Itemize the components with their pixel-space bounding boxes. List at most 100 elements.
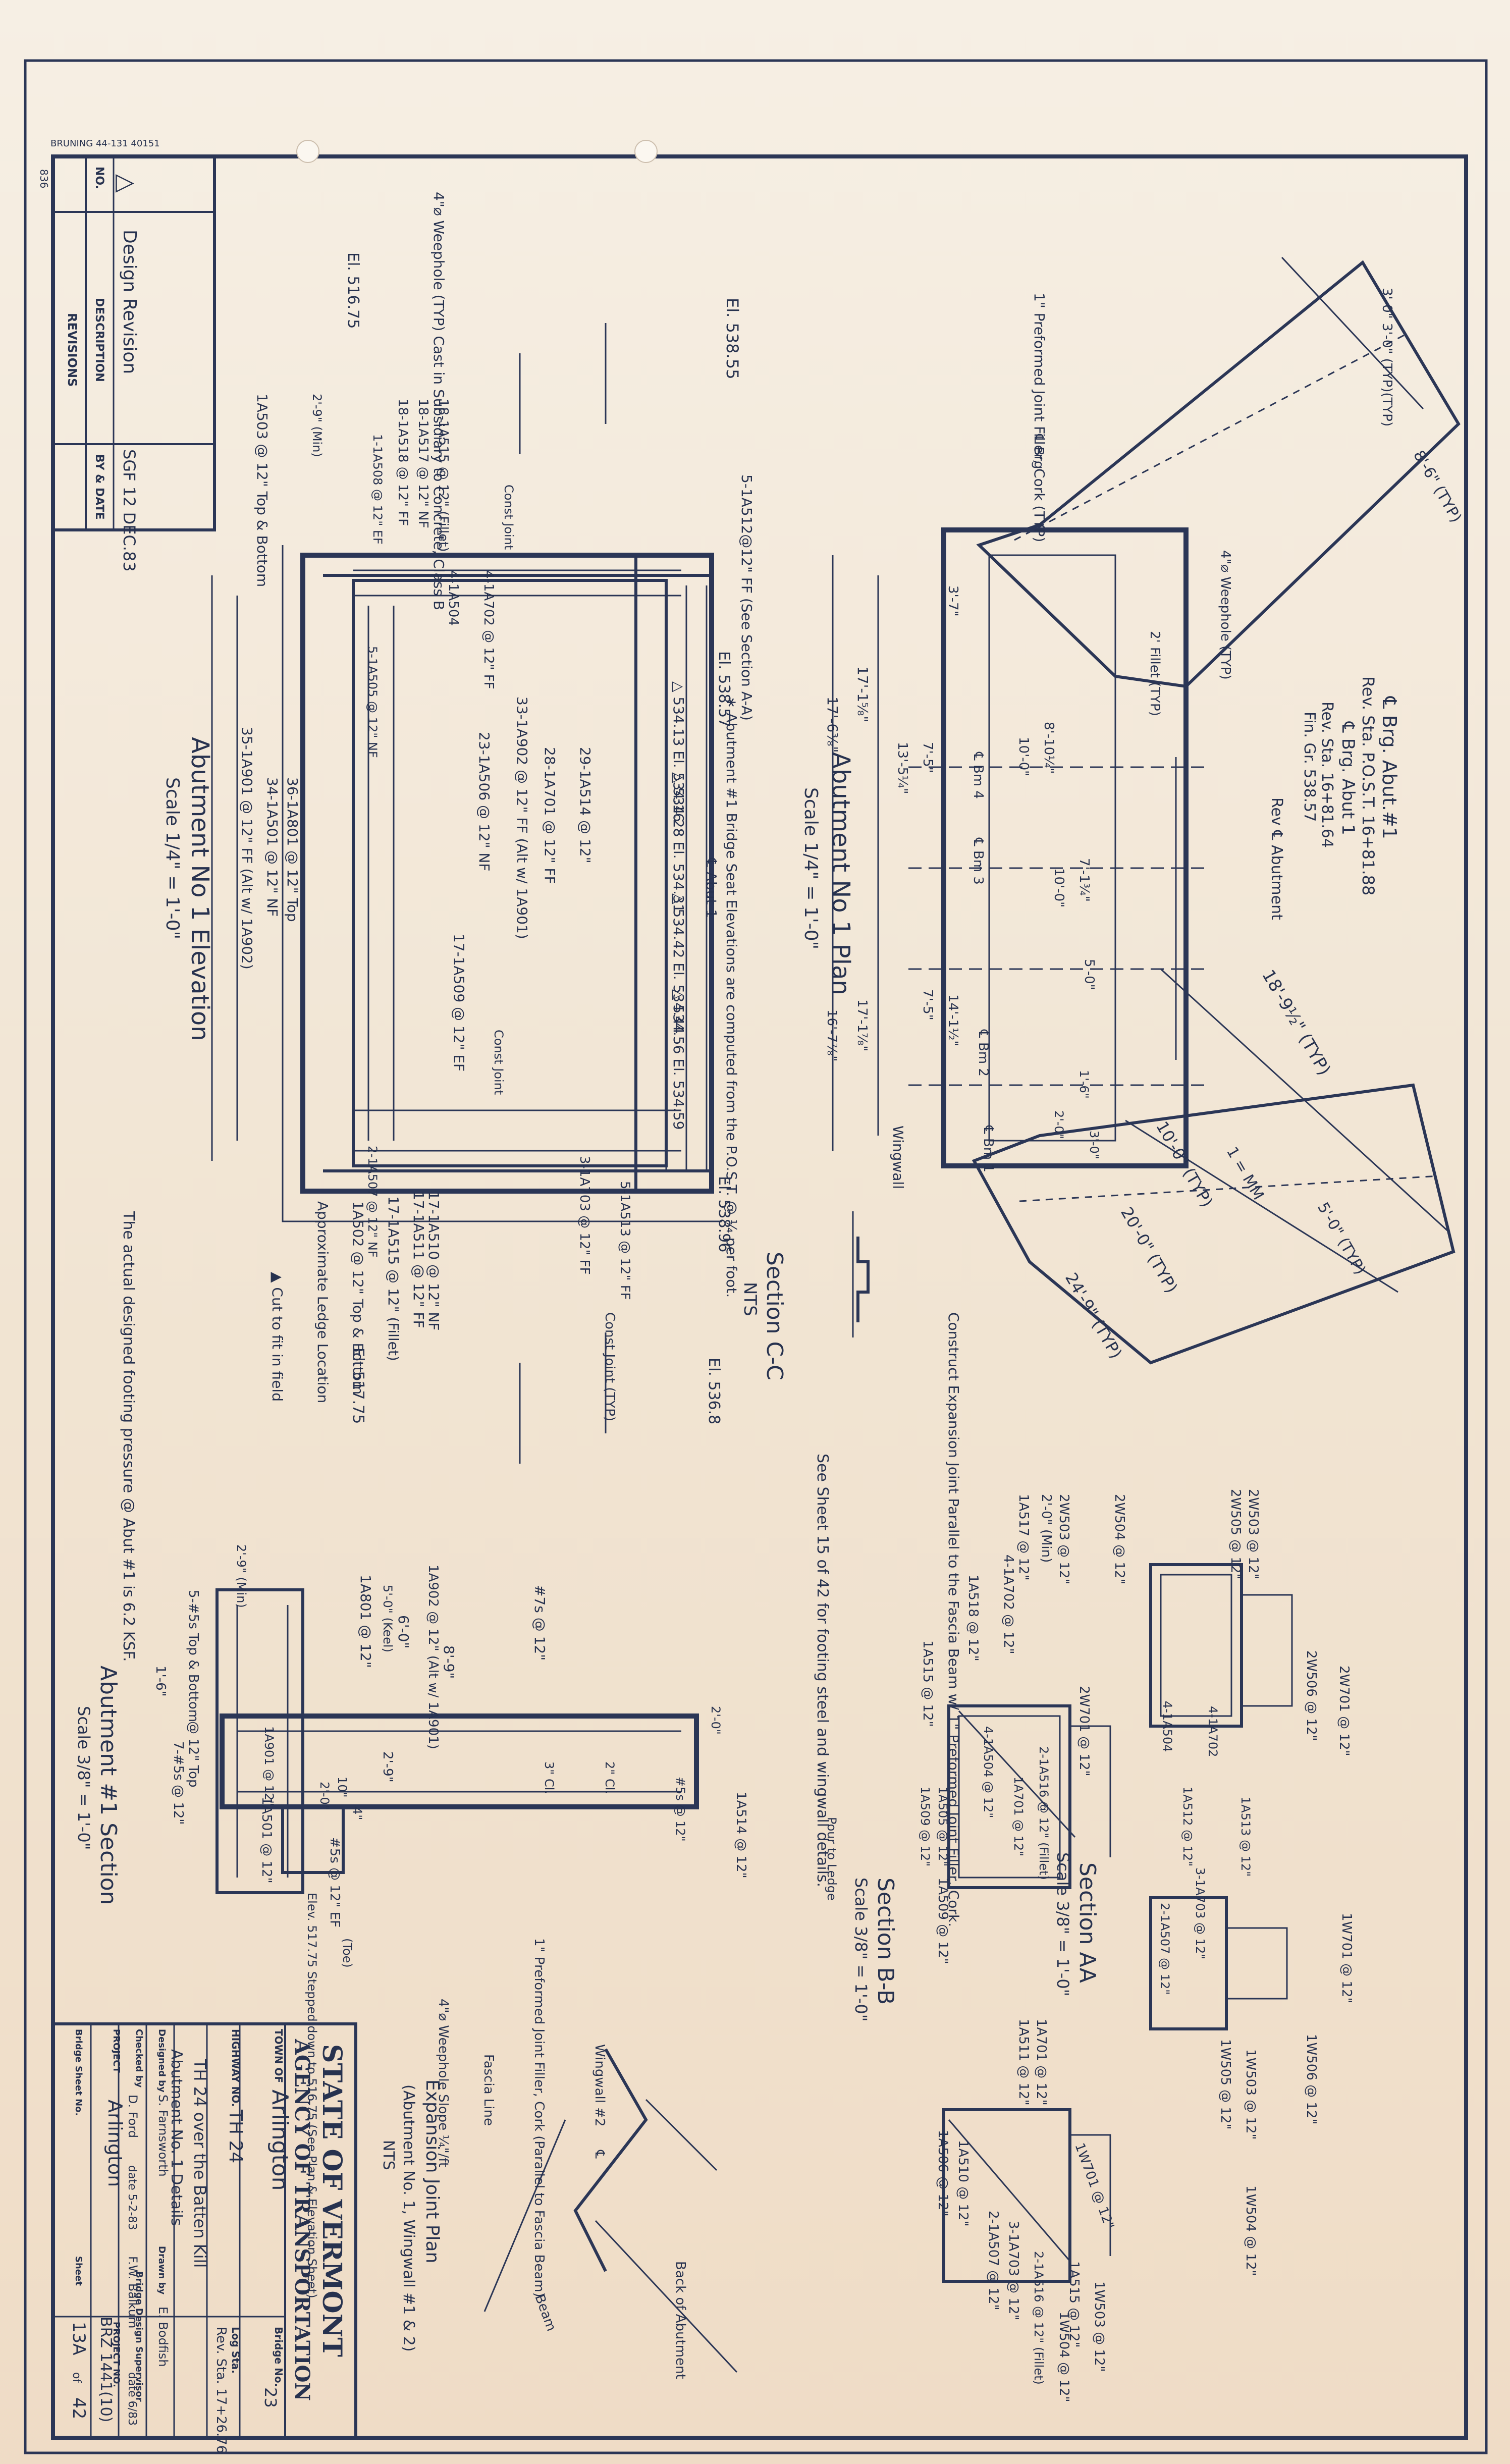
tb-sheet-label: Bridge Sheet No. bbox=[73, 2029, 84, 2116]
plan-note-dim-3-0: 3'-0" 3'-0" (TYP)(TYP) bbox=[1379, 288, 1394, 426]
tb-bridge-label: Bridge No. bbox=[273, 2327, 285, 2387]
plan-title: Abutment No 1 Plan bbox=[827, 752, 855, 995]
section-aa-title: Section AA bbox=[1074, 1862, 1100, 1983]
plan-note-brg-abut1: ℄ Brg. Abut 1 bbox=[1338, 721, 1358, 835]
aa-1w701: 1W701 @ 12" bbox=[1339, 1913, 1354, 2003]
title-block bbox=[51, 2022, 357, 2439]
punch-hole-1 bbox=[296, 140, 319, 163]
elev-note-18-1a515: 18-1A515 @ 12" (Fillet) bbox=[436, 399, 451, 552]
bb-1a505: 1A505 @ 12" bbox=[936, 1787, 950, 1866]
absec-2-0b: 2'-0" bbox=[709, 1706, 723, 1735]
tb-project-no: BRZ 1441(10) bbox=[97, 2317, 115, 2422]
bb-1a701a: 1A701 @ 12" bbox=[1011, 1777, 1026, 1856]
elev-el-517-75: El. 517.75 bbox=[349, 1348, 367, 1424]
absec-1-6: 1'-6" bbox=[153, 1666, 168, 1697]
bb-2-1a516: 2-1A516 @ 12" (Fillet) bbox=[1037, 1746, 1051, 1880]
bb-1a511: 1A511 @ 12" bbox=[1016, 2019, 1031, 2106]
absec-10in: 10" bbox=[335, 1777, 349, 1798]
expansion-joint-subtitle: (Abutment No. 1, Wingwall #1 & 2) bbox=[400, 2084, 417, 2352]
tb-highway: TH 24 bbox=[225, 2109, 246, 2163]
absec-1a902: 1A902 @ 12" (Alt w/ 1A901) bbox=[425, 1565, 441, 1749]
absec-7-5s: 7-#5s @ 12" bbox=[171, 1741, 186, 1825]
absec-1a901: 1A901 @ 12" bbox=[262, 1726, 276, 1806]
bb-3-1a703: 3-1A703 @ 12" bbox=[1006, 2221, 1021, 2320]
ej-back-abutment: Back of Abutment bbox=[673, 2261, 688, 2379]
aa-3-1a703: 3-1A703 @ 12" bbox=[1193, 1867, 1207, 1959]
outer-border bbox=[24, 59, 1488, 2454]
plan-dim-7-1: 7'-1¾" bbox=[1076, 858, 1092, 902]
tb-sheet: 13A bbox=[69, 2322, 89, 2355]
elev-note-5-1a505: 5-1A505 @ 12" NF bbox=[365, 646, 380, 758]
revision-desc: Design Revision bbox=[119, 230, 140, 374]
revisions-title: REVISIONS bbox=[65, 313, 79, 387]
tb-sheet-word: Sheet bbox=[73, 2256, 84, 2286]
elev-note-1a503: 1A503 @ 12" Top & Bottom bbox=[254, 394, 271, 587]
elev-note-17-1a511: 17-1A511 @ 12" FF bbox=[410, 1191, 427, 1328]
expansion-joint-scale: NTS bbox=[380, 2140, 397, 2170]
ej-fascia: Fascia Line bbox=[481, 2054, 496, 2126]
absec-4in: 4" bbox=[350, 1807, 364, 1820]
bb-2-1a507: 2-1A507 @ 12" bbox=[986, 2211, 1001, 2310]
tb-description: TH 24 over the Batten Kill bbox=[190, 2059, 209, 2268]
revisions-col-no: NO. bbox=[93, 167, 105, 189]
tb-project-no-label: PROJECT NO. bbox=[111, 2322, 122, 2387]
bb-1a518: 1A518 @ 12" bbox=[965, 1575, 981, 1662]
plan-note-dim-8-6: 8'-6" (TYP) bbox=[1410, 448, 1465, 526]
abutment-section bbox=[215, 1588, 699, 1894]
elev-note-const-joint-2: Const Joint bbox=[492, 1030, 506, 1095]
aa-1w506: 1W506 @ 12" bbox=[1304, 2034, 1319, 2124]
absec-2-9: 2'-9" bbox=[380, 1751, 395, 1783]
absec-8-9: 8'-9" bbox=[441, 1645, 457, 1679]
section-aa bbox=[1149, 1563, 1293, 2030]
plan-dim-17-1b: 17'-1⅞" bbox=[854, 999, 870, 1051]
elev-note-2-1a507: 2-1A507 @ 12" NF bbox=[365, 1146, 380, 1258]
plan-dim-1-6: 1'-6" bbox=[1077, 1070, 1091, 1099]
aa-2w506: 2W506 @ 12" bbox=[1304, 1650, 1319, 1741]
elev-note-18-1a517: 18-1A517 @ 12" NF bbox=[415, 399, 430, 528]
bb-1a517: 1A517 @ 12" bbox=[1016, 1494, 1031, 1581]
plan-note-bm3: ℄ Bm 3 bbox=[970, 837, 986, 885]
bb-2w503: 2W503 @ 12" bbox=[1056, 1494, 1071, 1584]
absec-3cl: 3" Cl. bbox=[542, 1761, 556, 1794]
plan-note-weephole: 4"⌀ Weephole (TYP) bbox=[1218, 550, 1233, 680]
ej-beam: Beam bbox=[531, 2292, 559, 2333]
aa-2w503: 2W503 @ 12" bbox=[1246, 1489, 1261, 1579]
tb-state: STATE OF VERMONT bbox=[316, 2044, 347, 2357]
tb-bridge-no: 23 bbox=[261, 2387, 280, 2408]
plan-note-wingwall: Wingwall bbox=[890, 1126, 906, 1189]
plan-dim-16-7: 16'-7⅞" bbox=[824, 1009, 839, 1061]
plan-dim-3-7: 3'-7" bbox=[945, 585, 960, 617]
tb-project-label: PROJECT bbox=[111, 2029, 122, 2073]
absec-top: @ 12" Top bbox=[186, 1721, 201, 1787]
aa-1a512: 1A512 @ 12" bbox=[1180, 1787, 1195, 1866]
elev-note-4-1a702: 4-1A702 @ 12" FF bbox=[481, 570, 496, 689]
elev-note-4-1a504: 4-1A504 bbox=[446, 570, 461, 626]
paper-stamp: BRUNING 44-131 40151 bbox=[50, 138, 160, 149]
bb-2-0-min: 2'-0" (Min) bbox=[1039, 1494, 1054, 1563]
ej-wingwall2: Wingwall #2 bbox=[592, 2044, 607, 2127]
elev-note-ledge: Approximate Ledge Location bbox=[314, 1201, 331, 1403]
revisions-block: REVISIONS NO. DESCRIPTION BY & DATE △ De… bbox=[51, 155, 216, 572]
plan-note-mm: 1 = MM bbox=[1223, 1144, 1267, 1203]
bb-1a509a: 1A509 @ 12" bbox=[918, 1787, 932, 1866]
section-cc-title: Section C-C bbox=[762, 1252, 787, 1380]
tb-rev-sta: Rev. Sta. 17+26.76 bbox=[213, 2327, 229, 2453]
tb-designed-by: S. Farnsworth bbox=[156, 2095, 170, 2177]
elev-note-17-1a515: 17-1A515 @ 12" (Fillet) bbox=[385, 1196, 402, 1361]
tb-log-label: Log Sta. bbox=[230, 2327, 242, 2374]
absec-2cl: 2" Cl. bbox=[603, 1761, 617, 1794]
elev-note-cut-to-fit: ▲ Cut to fit in field bbox=[269, 1272, 286, 1402]
abutment-section-title: Abutment #1 Section bbox=[95, 1666, 121, 1905]
elev-seat-534-42: △ 534.42 El. 534.44 bbox=[670, 893, 687, 1034]
plan-scale: Scale 1/4" = 1'-0" bbox=[800, 787, 821, 949]
absec-1a501: 1A501 @ 12" bbox=[259, 1797, 274, 1884]
elev-note-33-1a902: 33-1A902 @ 12" FF (Alt w/ 1A901) bbox=[514, 697, 530, 939]
bb-1a506: 1A506 @ 12" bbox=[935, 2130, 950, 2217]
plan-note-fillet: 2' Fillet (TYP) bbox=[1147, 631, 1162, 716]
elev-note-17-1a509: 17-1A509 @ 12" EF bbox=[451, 934, 467, 1072]
bb-2-1a516b: 2-1A516 @ 12" (Fillet) bbox=[1032, 2251, 1046, 2385]
elev-note-footing-pressure: The actual designed footing pressure @ A… bbox=[120, 1211, 137, 1662]
plan-note-brg-abut: ℄ Brg. Abut.#1 bbox=[1378, 696, 1400, 839]
elev-note-18-1a518: 18-1A518 @ 12" FF bbox=[395, 399, 410, 526]
